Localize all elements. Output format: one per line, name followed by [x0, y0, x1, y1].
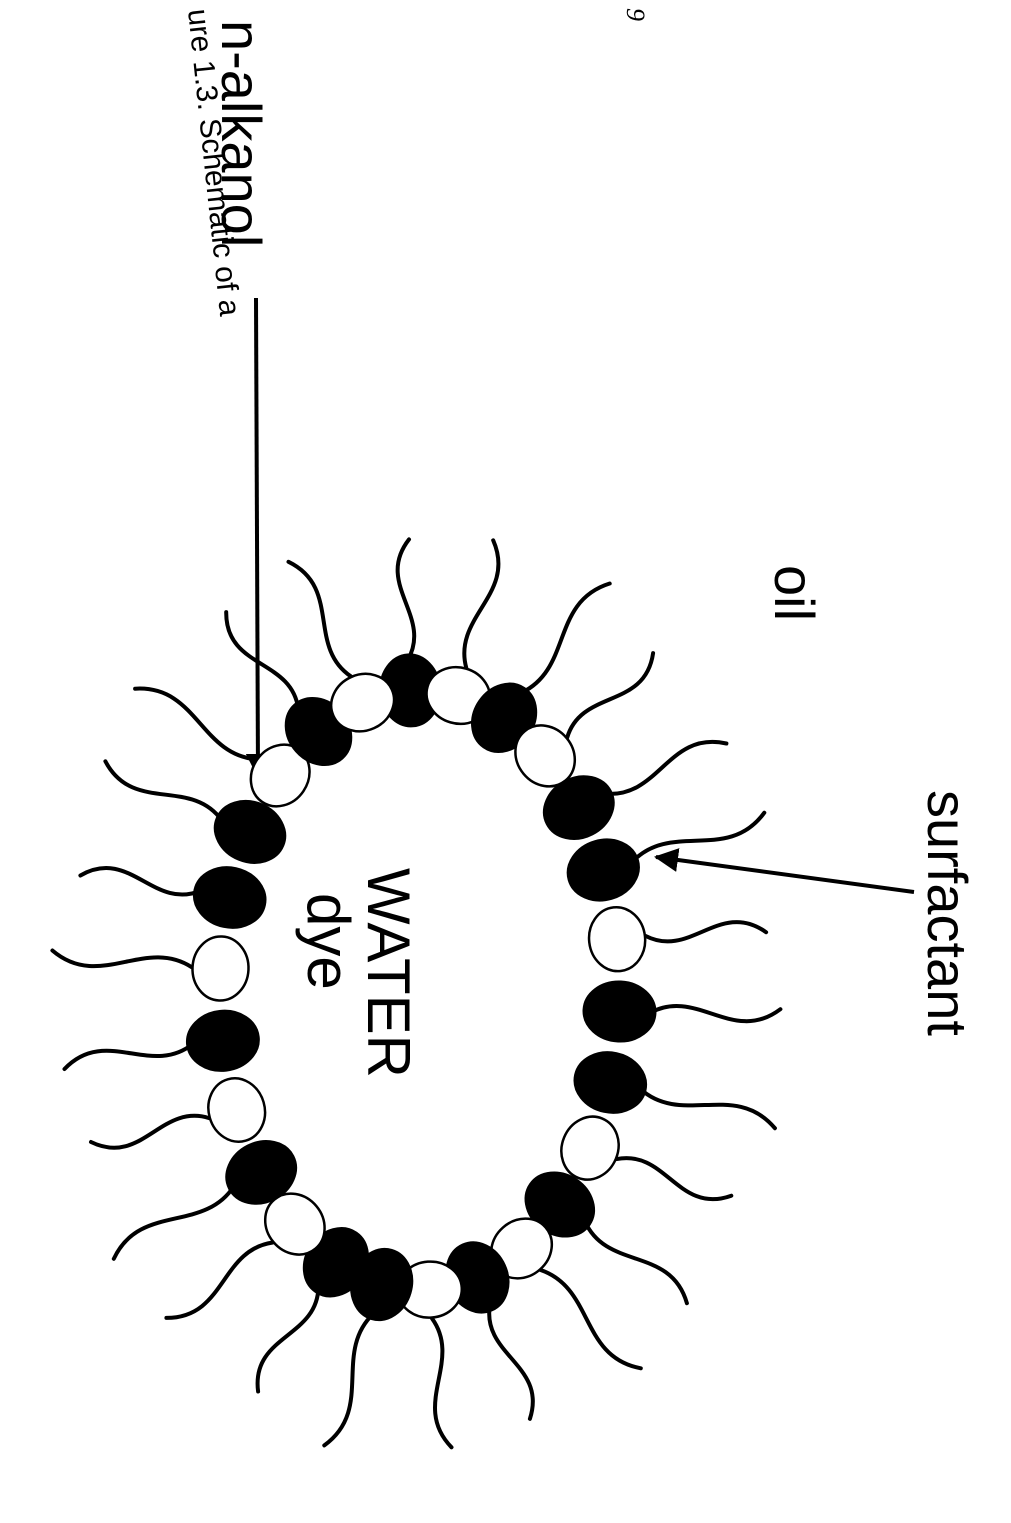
- surfactant-head: [188, 861, 271, 935]
- n-alkanol-arrow: [256, 298, 258, 776]
- hydrocarbon-tail: [105, 761, 221, 820]
- hydrocarbon-tail: [432, 1318, 452, 1447]
- hydrocarbon-tail: [646, 922, 766, 941]
- hydrocarbon-tail: [633, 813, 765, 862]
- water-label: WATER: [355, 868, 422, 1078]
- hydrocarbon-tail: [464, 540, 498, 668]
- hydrocarbon-tail: [135, 689, 256, 760]
- hydrocarbon-tail: [398, 539, 415, 659]
- dye-label: dye: [295, 893, 362, 990]
- n-alkanol-head: [191, 935, 250, 1002]
- hydrocarbon-tail: [166, 1243, 272, 1318]
- hydrocarbon-tail: [640, 1089, 775, 1128]
- n-alkanol-head: [586, 904, 649, 974]
- surfactant-label: surfactant: [916, 790, 979, 1036]
- hydrocarbon-tail: [585, 1222, 687, 1304]
- surfactant-head: [569, 1046, 652, 1120]
- hydrocarbon-tail: [324, 1314, 373, 1446]
- hydrocarbon-tail: [567, 653, 653, 737]
- hydrocarbon-tail: [65, 1044, 193, 1069]
- hydrocarbon-tail: [606, 742, 726, 794]
- oil-label: oil: [763, 565, 826, 621]
- hydrocarbon-tail: [650, 1006, 780, 1021]
- surfactant-head: [184, 1007, 262, 1075]
- hydrocarbon-tail: [226, 612, 298, 709]
- hydrocarbon-tail: [522, 584, 610, 693]
- surfactant-head: [560, 831, 646, 909]
- hydrocarbon-tail: [52, 951, 191, 968]
- hydrocarbon-tail: [289, 562, 351, 677]
- surfactant-arrow: [656, 857, 914, 892]
- page-number: 9: [621, 8, 650, 21]
- n-alkanol-label: n-alkanol: [210, 20, 273, 247]
- hydrocarbon-tail: [258, 1287, 319, 1391]
- hydrocarbon-tail: [91, 1116, 209, 1148]
- surfactant-head: [582, 980, 657, 1043]
- hydrocarbon-tail: [114, 1186, 234, 1259]
- n-alkanol-head: [201, 1071, 273, 1148]
- hydrocarbon-tail: [541, 1270, 641, 1368]
- hydrocarbon-tail: [80, 868, 199, 895]
- hydrocarbon-tail: [489, 1305, 533, 1419]
- hydrocarbon-tail: [617, 1158, 732, 1199]
